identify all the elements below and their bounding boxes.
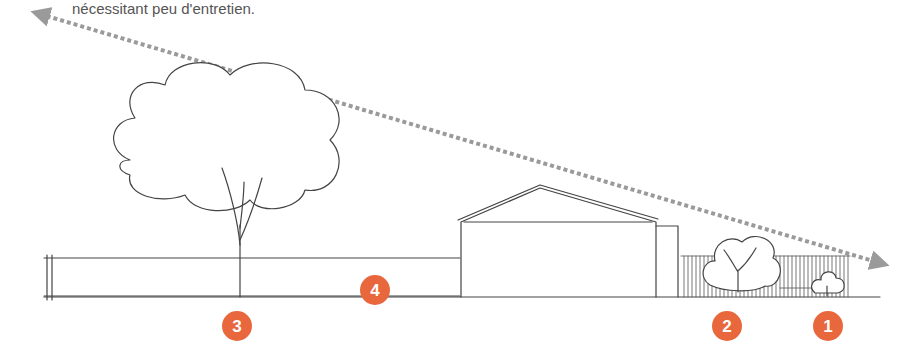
note-text: nécessitant peu d'entretien. [70,0,257,18]
callout-number: 3 [222,311,252,341]
shrub [703,237,780,292]
small-shrub [812,272,845,296]
callout-number: 2 [712,311,742,341]
wall [44,255,460,300]
callout-number: 2 [722,318,731,335]
callout-number: 1 [823,318,832,335]
callout-number: 4 [370,282,379,299]
callout-number: 4 [360,275,390,305]
house [458,185,678,297]
callout-number: 3 [232,318,241,335]
ground-line [44,296,880,297]
tree [114,63,340,297]
callout-number: 1 [813,311,843,341]
sun-line [40,14,880,263]
